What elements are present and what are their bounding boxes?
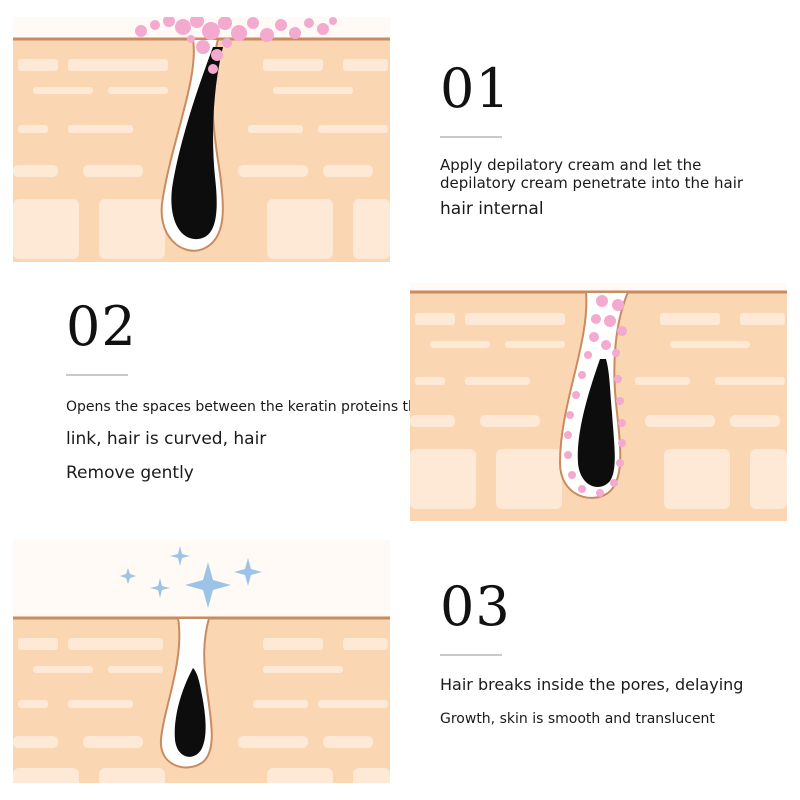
illustration-step-03 <box>13 540 390 783</box>
step-text-line: Growth, skin is smooth and translucent <box>440 711 715 727</box>
step-text-line: Remove gently <box>66 463 194 483</box>
step-text-line: link, hair is curved, hair <box>66 429 267 449</box>
hair-strand <box>171 47 223 240</box>
step-01: 01 Apply depilatory cream and let the de… <box>440 62 743 218</box>
cream-bubbles <box>564 295 627 497</box>
divider <box>440 654 502 656</box>
sparkle-icon <box>120 546 262 608</box>
step-text-line: Hair breaks inside the pores, delaying <box>440 675 744 694</box>
step-number: 02 <box>66 295 137 358</box>
step-text-line: depilatory cream penetrate into the hair <box>440 174 744 192</box>
illustration-step-01 <box>13 17 390 262</box>
step-03: 03 Hair breaks inside the pores, delayin… <box>440 580 743 728</box>
divider <box>440 136 502 138</box>
step-number: 01 <box>440 57 511 120</box>
skin-cross-section <box>13 540 390 783</box>
step-text-line: hair internal <box>440 199 544 219</box>
step-number: 03 <box>440 575 511 638</box>
cream-bubbles <box>135 17 337 74</box>
step-text-line: Apply depilatory cream and let the <box>440 156 702 174</box>
skin-cross-section <box>13 17 390 262</box>
illustration-step-02 <box>410 283 787 521</box>
hair-strand <box>577 359 615 487</box>
divider <box>66 374 128 376</box>
skin-cross-section <box>410 283 787 521</box>
hair-stub <box>174 668 206 757</box>
